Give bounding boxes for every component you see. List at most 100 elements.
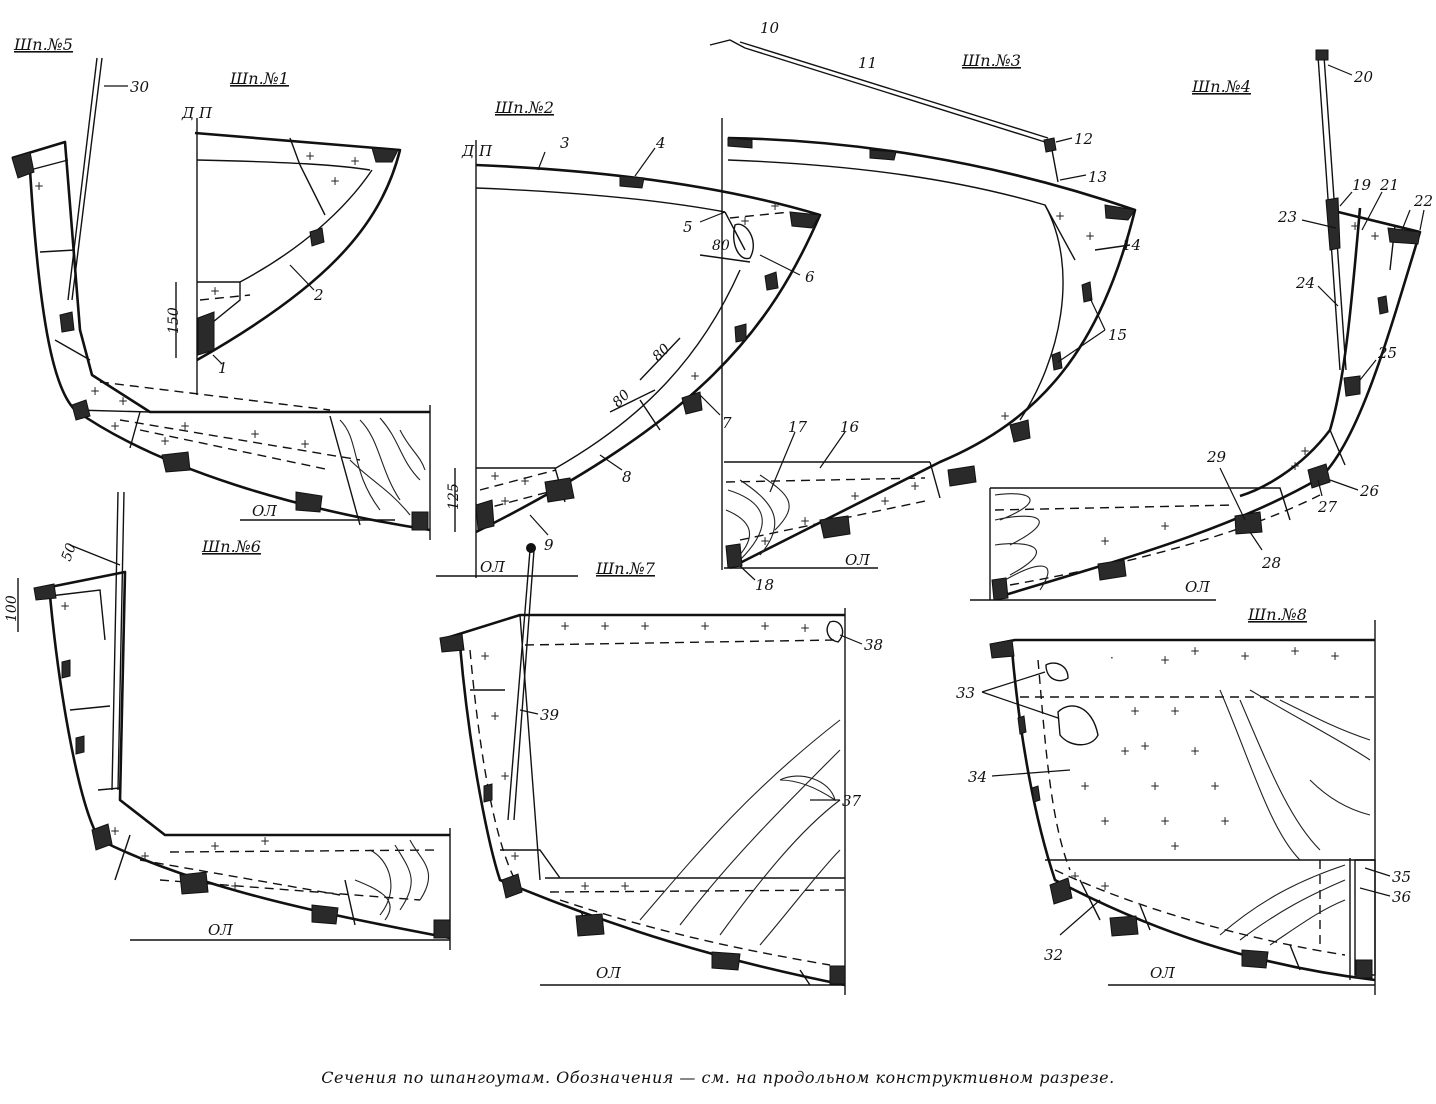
label-14: 14 (1122, 236, 1141, 254)
label-38: 38 (864, 636, 883, 654)
section-2-dim-80a: 80 (712, 238, 730, 254)
section-3: ++ ++ ++ ++ Шп.№3 ОЛ 10 11 12 13 14 15 1… (709, 19, 1141, 594)
label-17: 17 (788, 418, 808, 436)
label-29: 29 (1206, 448, 1227, 466)
svg-text:+: + (640, 619, 650, 633)
svg-text:·: · (1110, 651, 1114, 665)
label-26: 26 (1359, 482, 1380, 500)
svg-text:+: + (350, 154, 360, 168)
label-36: 36 (1392, 888, 1412, 906)
svg-text:+: + (1220, 814, 1230, 828)
label-28: 28 (1261, 554, 1281, 572)
section-4-ol: ОЛ (1185, 578, 1210, 596)
svg-text:+: + (1370, 229, 1380, 243)
section-8-ol: ОЛ (1150, 964, 1175, 982)
svg-text:+: + (1170, 839, 1180, 853)
label-7: 7 (722, 414, 732, 432)
svg-text:+: + (490, 469, 500, 483)
label-10: 10 (760, 19, 780, 37)
svg-text:+: + (490, 709, 500, 723)
svg-text:+: + (1055, 209, 1065, 223)
section-6-title: Шп.№6 (201, 537, 261, 556)
label-15: 15 (1108, 326, 1127, 344)
section-5-ol: ОЛ (252, 502, 277, 520)
svg-text:+: + (1100, 814, 1110, 828)
label-20: 20 (1353, 68, 1374, 86)
section-1-title: Шп.№1 (229, 69, 289, 88)
section-1: ++ ++ 150 Шп.№1 Д П 1 2 (166, 69, 402, 395)
section-7-ol: ОЛ (596, 964, 621, 982)
svg-text:+: + (118, 394, 128, 408)
label-34: 34 (968, 768, 987, 786)
svg-text:+: + (60, 599, 70, 613)
label-8: 8 (622, 468, 632, 486)
svg-text:+: + (850, 489, 860, 503)
label-19: 19 (1352, 176, 1372, 194)
svg-text:+: + (260, 834, 270, 848)
svg-text:+: + (305, 149, 315, 163)
svg-text:+: + (770, 199, 780, 213)
section-6: ++ ++ ++ 100 50 Шп.№6 ОЛ (4, 491, 451, 950)
label-13: 13 (1088, 168, 1107, 186)
svg-text:+: + (210, 839, 220, 853)
section-2-dim-80c: 80 (610, 387, 634, 411)
svg-text:+: + (500, 769, 510, 783)
svg-text:+: + (1120, 744, 1130, 758)
section-2: ++ ++ ++ 125 80 80 80 Шп.№2 Д П ОЛ 3 4 5… (436, 98, 822, 578)
section-1-dp: Д П (181, 104, 213, 122)
section-8: ·+ ++ ++ ++ ++ ++ ++ ++ ++ ++ Шп.№8 ОЛ 3… (956, 605, 1412, 995)
svg-text:+: + (34, 179, 44, 193)
label-4: 4 (655, 134, 666, 152)
label-16: 16 (840, 418, 860, 436)
section-3-title: Шп.№3 (961, 51, 1021, 70)
svg-text:+: + (1130, 704, 1140, 718)
section-5-title: Шп.№5 (13, 35, 73, 54)
svg-text:+: + (1000, 409, 1010, 423)
section-4: ++ ++ ++ Шп.№4 ОЛ 19 20 21 22 23 24 25 2… (970, 49, 1433, 601)
svg-text:+: + (110, 824, 120, 838)
svg-text:+: + (740, 214, 750, 228)
svg-text:+: + (250, 427, 260, 441)
svg-text:+: + (1330, 649, 1340, 663)
svg-text:+: + (520, 474, 530, 488)
label-37: 37 (842, 792, 862, 810)
svg-text:+: + (1300, 444, 1310, 458)
svg-text:+: + (1210, 779, 1220, 793)
section-6-dim-100: 100 (4, 595, 20, 622)
svg-text:+: + (330, 174, 340, 188)
section-5: + + + + + + + + Шп.№5 ОЛ 30 (11, 35, 431, 540)
svg-text:+: + (180, 419, 190, 433)
svg-text:+: + (1085, 229, 1095, 243)
svg-text:+: + (580, 879, 590, 893)
label-2: 2 (313, 286, 324, 304)
section-6-dim-50: 50 (59, 541, 80, 563)
label-35: 35 (1392, 868, 1411, 886)
svg-text:+: + (1100, 879, 1110, 893)
figure-caption: Сечения по шпангоутам. Обозначения — см.… (321, 1068, 1115, 1087)
svg-text:+: + (620, 879, 630, 893)
svg-text:+: + (1070, 869, 1080, 883)
label-9: 9 (544, 536, 554, 554)
svg-text:+: + (760, 534, 770, 548)
svg-text:+: + (1290, 644, 1300, 658)
svg-text:+: + (910, 479, 920, 493)
svg-text:+: + (510, 849, 520, 863)
svg-text:+: + (1100, 534, 1110, 548)
label-5: 5 (683, 218, 693, 236)
svg-text:+: + (690, 369, 700, 383)
svg-text:+: + (1290, 459, 1300, 473)
svg-text:+: + (210, 284, 220, 298)
svg-text:+: + (500, 494, 510, 508)
label-25: 25 (1377, 344, 1397, 362)
section-3-ol: ОЛ (845, 551, 870, 569)
section-7-title: Шп.№7 (595, 559, 656, 578)
svg-text:+: + (300, 437, 310, 451)
svg-text:+: + (1170, 704, 1180, 718)
section-2-dim-80b: 80 (650, 341, 674, 365)
svg-text:+: + (800, 621, 810, 635)
svg-text:+: + (160, 434, 170, 448)
label-30: 30 (130, 78, 150, 96)
svg-text:+: + (1150, 779, 1160, 793)
label-6: 6 (805, 268, 815, 286)
